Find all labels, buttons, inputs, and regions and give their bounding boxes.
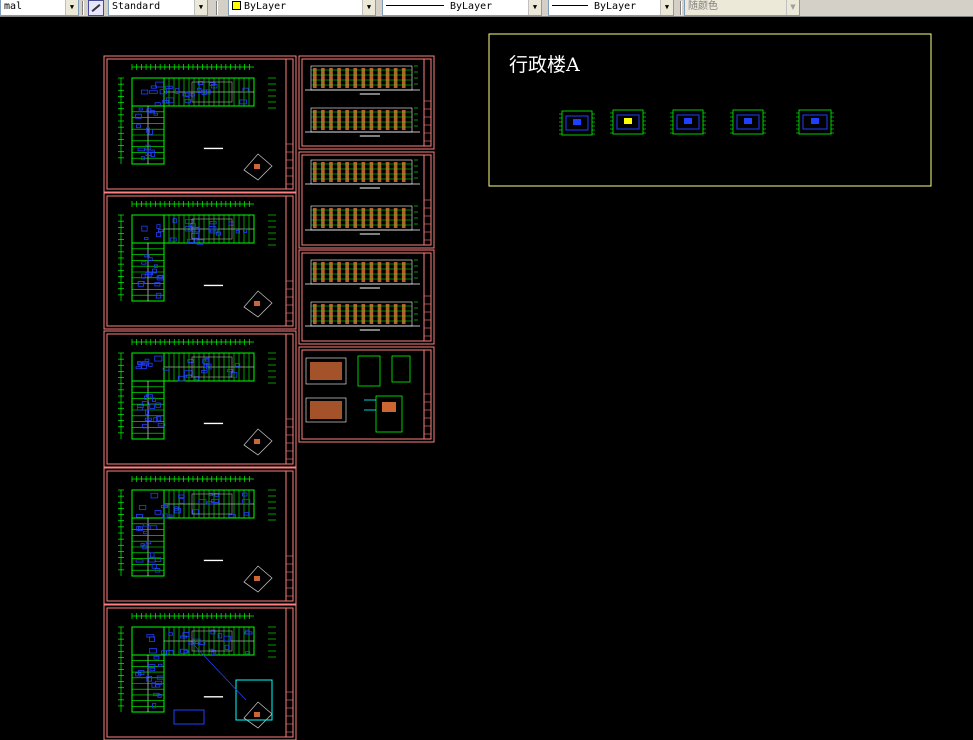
sheet-thumbnail[interactable]	[730, 109, 766, 135]
elevation-sheet[interactable]	[298, 249, 435, 345]
model-space-canvas[interactable]: 行政楼A	[0, 17, 973, 740]
title-block-thumbnails	[559, 109, 834, 136]
chevron-down-icon[interactable]: ▼	[194, 0, 207, 15]
dimension-style-icon[interactable]	[88, 0, 104, 16]
floor-plan-sheet[interactable]	[103, 192, 297, 330]
dim-style-value: Standard	[112, 1, 161, 12]
elevation-sheet[interactable]	[298, 55, 435, 150]
toolbar-separator	[82, 1, 84, 15]
floor-plan-sheet[interactable]	[103, 467, 297, 605]
plot-style-dropdown[interactable]: 随颜色 ▼	[684, 0, 800, 16]
sheet-thumbnail[interactable]	[610, 109, 646, 135]
chevron-down-icon[interactable]: ▼	[660, 0, 673, 15]
floor-plan-sheet[interactable]	[103, 55, 297, 193]
drawing-sheets	[103, 55, 435, 740]
toolbar-separator	[680, 1, 682, 15]
floor-plan-sheet[interactable]	[103, 604, 297, 740]
text-style-value: mal	[4, 1, 23, 12]
sheet-thumbnail[interactable]	[796, 109, 834, 135]
linetype-sample	[386, 5, 444, 6]
lineweight-dropdown[interactable]: ByLayer ▼	[548, 0, 674, 16]
linetype-dropdown[interactable]: ByLayer ▼	[382, 0, 542, 16]
lineweight-value: ByLayer	[594, 1, 637, 12]
color-swatch-icon	[232, 1, 241, 10]
text-style-dropdown[interactable]: mal ▼	[0, 0, 79, 16]
chevron-down-icon[interactable]: ▼	[65, 0, 78, 15]
properties-toolbar: mal ▼ Standard ▼ ByLayer ▼ ByLayer ▼ ByL…	[0, 0, 973, 17]
drawing-title[interactable]: 行政楼A	[509, 54, 580, 76]
title-block-frame[interactable]	[488, 33, 932, 187]
linetype-value: ByLayer	[450, 1, 493, 12]
layer-color-dropdown[interactable]: ByLayer ▼	[228, 0, 376, 16]
toolbar-separator	[216, 1, 218, 15]
lineweight-sample	[552, 5, 588, 6]
plot-style-value: 随颜色	[688, 1, 718, 12]
dim-style-dropdown[interactable]: Standard ▼	[108, 0, 208, 16]
chevron-down-icon[interactable]: ▼	[362, 0, 375, 15]
cad-drawing[interactable]	[0, 17, 973, 740]
layer-color-value: ByLayer	[244, 1, 287, 12]
floor-plan-sheet[interactable]	[103, 330, 297, 468]
detail-sheet[interactable]	[298, 346, 435, 443]
chevron-down-icon[interactable]: ▼	[528, 0, 541, 15]
chevron-down-icon[interactable]: ▼	[786, 0, 799, 15]
sheet-thumbnail[interactable]	[670, 109, 706, 135]
sheet-thumbnail[interactable]	[559, 110, 595, 136]
elevation-sheet[interactable]	[298, 151, 435, 249]
